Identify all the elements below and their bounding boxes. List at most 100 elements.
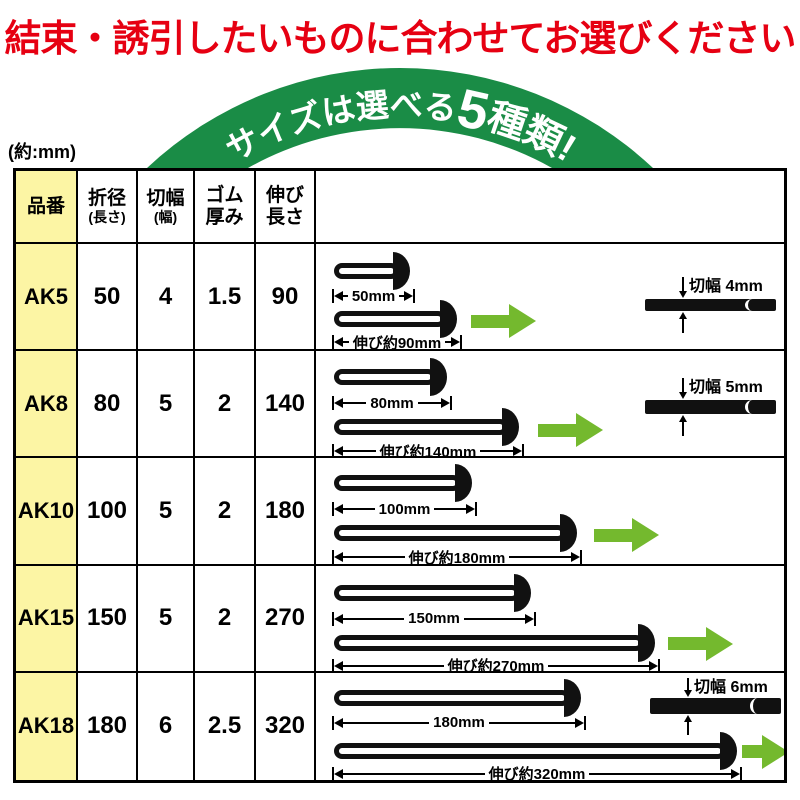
dimension-line: 伸び約180mm xyxy=(332,549,583,566)
cell: 2 xyxy=(195,458,256,566)
band-overlap-highlight xyxy=(745,299,760,311)
cut-width-cross-section: 切幅 4mm xyxy=(645,244,776,349)
cell: 270 xyxy=(256,565,316,673)
rubber-band-illustration xyxy=(334,464,472,503)
dimension-line: 伸び約140mm xyxy=(332,443,525,459)
band-overlap-highlight xyxy=(745,400,760,415)
dimension-label: 伸び約270mm xyxy=(447,658,545,673)
band-end-knob xyxy=(514,573,531,612)
rubber-band-illustration xyxy=(334,358,447,397)
stretch-value: 270 xyxy=(264,604,306,632)
header-sublabel: (幅) xyxy=(153,209,178,226)
fold-value: 100 xyxy=(86,496,128,524)
band-end-knob xyxy=(502,408,519,447)
cell: 90 xyxy=(256,244,316,352)
size-arc-banner: サイズは選べる5種類! xyxy=(147,67,653,168)
cell: 2.5 xyxy=(195,672,256,780)
illustration-ak5: 50mm 伸び約90mm 切幅 4mm xyxy=(316,244,784,352)
cut-value: 6 xyxy=(158,712,173,740)
cut-value: 5 xyxy=(158,496,173,524)
rubber-band-stretched xyxy=(334,300,457,338)
rubber-band-illustration xyxy=(334,252,410,290)
dimension-label: 伸び約90mm xyxy=(352,334,442,352)
dimension-line: 伸び約320mm xyxy=(332,766,743,780)
cell: 50 xyxy=(78,244,138,352)
header-label: 切幅 xyxy=(146,187,185,209)
table-row-ak8-code: AK8 xyxy=(16,351,78,459)
product-code: AK5 xyxy=(23,283,68,309)
table-row-ak10-code: AK10 xyxy=(16,458,78,566)
rubber-band-stretched xyxy=(334,731,737,770)
band-end-knob xyxy=(638,623,655,662)
cell: 100 xyxy=(78,458,138,566)
band-end-knob xyxy=(430,358,447,397)
page-title: 結束・誘引したいものに合わせてお選びください xyxy=(4,18,797,59)
unit-note: (約:mm) xyxy=(8,142,76,162)
band-end-knob xyxy=(393,252,410,290)
fold-value: 80 xyxy=(93,389,121,417)
header-sublabel: 厚み xyxy=(205,206,244,228)
dimension-label: 150mm xyxy=(408,610,460,628)
cut-width-label: 切幅 5mm xyxy=(689,379,763,397)
dimension-label: 100mm xyxy=(378,500,431,518)
dimension-label: 伸び約180mm xyxy=(408,549,506,566)
rubber-band-stretched xyxy=(334,408,519,447)
stretch-value: 140 xyxy=(264,389,306,417)
band-cross-section-bar xyxy=(645,400,776,415)
rubber-band-stretched xyxy=(334,623,655,662)
cut-width-cross-section: 切幅 6mm xyxy=(650,673,781,780)
cell: 4 xyxy=(138,244,195,352)
dimension-label: 伸び約140mm xyxy=(379,443,477,459)
cell: 2 xyxy=(195,565,256,673)
illustration-ak10: 100mm 伸び約180mm xyxy=(316,458,784,566)
table-row-ak18-code: AK18 xyxy=(16,672,78,780)
header-label: 品番 xyxy=(26,195,65,217)
cell: 320 xyxy=(256,672,316,780)
stretch-value: 90 xyxy=(271,282,299,310)
thick-value: 2 xyxy=(217,389,232,417)
stretch-arrow-icon xyxy=(594,518,659,553)
band-end-knob xyxy=(564,678,581,717)
header-label: ゴム xyxy=(205,184,244,206)
cell: 5 xyxy=(138,458,195,566)
band-overlap-highlight xyxy=(750,697,765,714)
product-code: AK18 xyxy=(17,713,75,739)
dimension-label: 50mm xyxy=(351,287,396,305)
header-sublabel: 長さ xyxy=(265,206,304,228)
cut-value: 5 xyxy=(158,389,173,417)
stretch-value: 320 xyxy=(264,712,306,740)
illustration-ak18: 180mm 伸び約320mm 切幅 6mm xyxy=(316,673,784,780)
down-arrow-icon xyxy=(679,378,687,400)
dimension-line: 180mm xyxy=(332,714,587,731)
dimension-line: 100mm xyxy=(332,500,478,518)
cell: 5 xyxy=(138,565,195,673)
column-header-code: 品番 xyxy=(16,171,78,244)
stretch-arrow-icon xyxy=(471,304,536,338)
cut-width-label: 切幅 4mm xyxy=(689,278,763,295)
column-header-illustration xyxy=(316,171,784,244)
product-code: AK15 xyxy=(17,605,75,631)
cell: 180 xyxy=(256,458,316,566)
cell: 140 xyxy=(256,351,316,459)
rubber-band-illustration xyxy=(334,678,581,717)
stretch-value: 180 xyxy=(264,496,306,524)
product-code: AK10 xyxy=(17,497,75,523)
cut-value: 5 xyxy=(158,604,173,632)
rubber-band-illustration xyxy=(334,573,531,612)
header-label: 折径 xyxy=(87,187,126,209)
table-row-ak15-code: AK15 xyxy=(16,565,78,673)
thick-value: 2 xyxy=(217,496,232,524)
fold-value: 180 xyxy=(86,712,128,740)
band-cross-section-bar xyxy=(650,697,781,714)
column-header-fold-length: 折径 (長さ) xyxy=(78,171,138,244)
cell: 6 xyxy=(138,672,195,780)
cell: 5 xyxy=(138,351,195,459)
dimension-line: 150mm xyxy=(332,610,537,628)
cut-width-cross-section: 切幅 5mm xyxy=(645,351,776,456)
band-end-knob xyxy=(455,464,472,503)
illustration-ak15: 150mm 伸び約270mm xyxy=(316,566,784,673)
up-arrow-icon xyxy=(679,415,687,437)
thick-value: 2.5 xyxy=(207,712,242,740)
cell: 2 xyxy=(195,351,256,459)
